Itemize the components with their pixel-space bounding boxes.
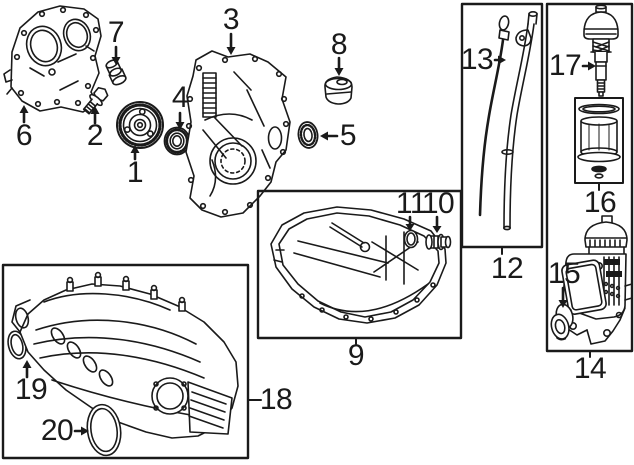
callout-8: 8 (330, 28, 348, 61)
part-13-dipstick-tube (501, 11, 538, 231)
arrow-to-part-4 (175, 111, 185, 130)
callout-13: 13 (460, 43, 494, 76)
part-8-oil-filler-cap (324, 76, 353, 105)
part-17-oil-check-valve (583, 4, 619, 97)
arrow-to-part-7 (111, 45, 121, 65)
arrow-to-part-11 (405, 215, 415, 231)
callout-9: 9 (347, 339, 365, 372)
callout-7: 7 (107, 16, 125, 49)
part-7-screw-plug (105, 59, 127, 86)
callout-16: 16 (583, 186, 617, 219)
part-5-camshaft-seal (297, 121, 319, 149)
callout-18: 18 (259, 383, 293, 416)
callout-11: 11 (395, 187, 427, 220)
part-11-seal-ring (403, 229, 419, 249)
part-13-oil-dipstick (478, 15, 510, 217)
callout-1: 1 (126, 156, 144, 189)
intake-manifold-box (1, 263, 250, 460)
arrow-to-part-20 (73, 426, 89, 436)
part-2-bolt (82, 86, 109, 115)
callout-10: 10 (421, 187, 455, 220)
part-20-o-ring (86, 403, 122, 457)
arrow-to-part-13 (493, 55, 506, 65)
oil-pan-box (256, 189, 463, 340)
part-14-oil-filter-housing (561, 215, 633, 345)
part-1-crankshaft-pulley (116, 101, 164, 149)
part-9-oil-pan (270, 206, 447, 324)
arrow-to-part-19 (22, 360, 32, 379)
arrow-to-part-5 (320, 131, 339, 141)
callout-19: 19 (14, 373, 48, 406)
callout-3: 3 (222, 3, 240, 36)
arrow-to-part-2 (90, 106, 100, 125)
callout-4: 4 (171, 81, 189, 114)
callout-12: 12 (490, 252, 524, 285)
arrow-to-part-6 (19, 105, 29, 124)
arrow-to-part-15 (558, 286, 568, 308)
callout-17: 17 (548, 49, 582, 82)
arrow-to-part-8 (334, 56, 344, 76)
callout-14: 14 (573, 352, 607, 385)
part-16-oil-filter-element (577, 103, 621, 179)
callout-arrows (19, 32, 596, 436)
callout-15: 15 (547, 257, 581, 290)
part-19-gasket (7, 330, 27, 360)
arrow-to-part-3 (226, 32, 236, 55)
part-18-intake-manifold (11, 271, 239, 439)
part-10-drain-plug (425, 233, 452, 251)
callout-2: 2 (86, 119, 104, 152)
callout-5: 5 (339, 119, 357, 152)
arrow-to-part-17 (581, 61, 596, 71)
part-3-timing-cover (185, 50, 291, 218)
arrow-to-part-10 (432, 215, 442, 233)
callout-20: 20 (40, 414, 74, 447)
part-6-engine-cover-plate (3, 5, 102, 113)
callout-6: 6 (15, 119, 33, 152)
arrow-to-part-1 (130, 145, 140, 161)
